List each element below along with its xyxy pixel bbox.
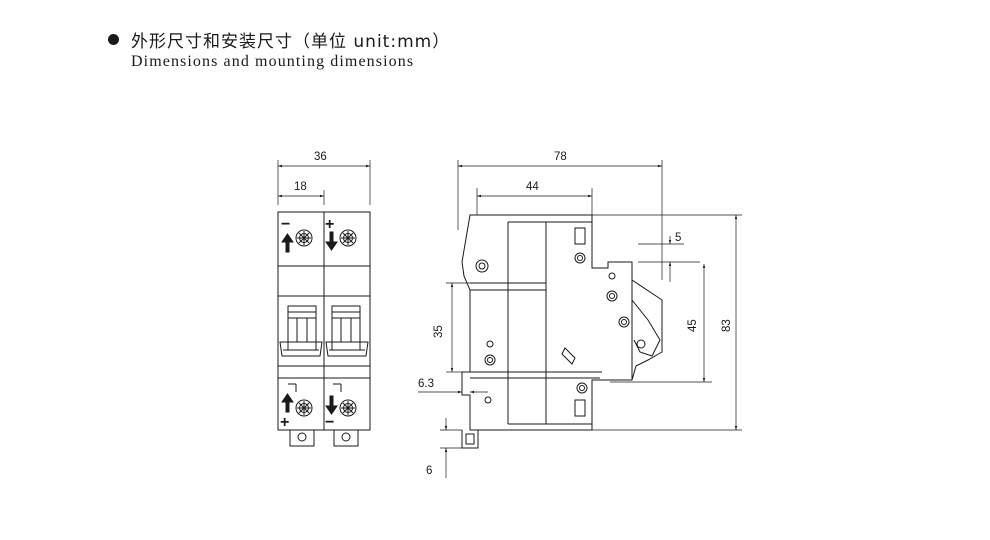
arrow-up-icon: [281, 233, 294, 253]
plus-sign: +: [325, 216, 334, 233]
terminal-screw-icon: [295, 399, 313, 417]
dimension-78: [457, 160, 663, 280]
front-view: [277, 160, 371, 447]
arrow-down-icon: [325, 231, 338, 251]
dimension-35: [446, 282, 470, 373]
terminal-screw-icon: [339, 229, 357, 247]
minus-sign: −: [281, 216, 290, 233]
dimension-5: [638, 236, 700, 282]
dimension-44: [476, 188, 593, 215]
dimension-45: [610, 264, 712, 383]
bullet-icon: [108, 33, 119, 45]
breaker-front-body: [277, 211, 371, 431]
dimension-45-label: 45: [687, 319, 699, 332]
dimension-36-label: 36: [314, 151, 327, 163]
breaker-side-body: [461, 214, 663, 449]
arrow-up-icon: [281, 393, 294, 413]
arrow-down-icon: [325, 395, 338, 415]
dimension-6-label: 6: [426, 465, 432, 477]
plus-sign: +: [280, 414, 289, 431]
dimension-83-label: 83: [721, 319, 733, 332]
title-chinese: 外形尺寸和安装尺寸（单位 unit:mm）: [131, 31, 451, 52]
dimension-18: [278, 190, 325, 205]
din-clip: [289, 430, 359, 447]
heading-row: 外形尺寸和安装尺寸（单位 unit:mm）: [108, 26, 450, 52]
heading: 外形尺寸和安装尺寸（单位 unit:mm） Dimensions and mou…: [108, 26, 450, 72]
dimension-6: [440, 418, 462, 478]
side-view: [418, 160, 742, 478]
dimension-83: [592, 214, 742, 431]
dimension-5-label: 5: [675, 232, 681, 244]
dimension-78-label: 78: [554, 151, 567, 163]
terminal-screw-icon: [295, 229, 313, 247]
terminal-screw-icon: [339, 399, 357, 417]
title-english: Dimensions and mounting dimensions: [131, 53, 415, 70]
dimension-44-label: 44: [526, 181, 539, 193]
toggle-handles: [279, 305, 369, 357]
dimension-35-label: 35: [433, 325, 445, 338]
minus-sign: −: [325, 414, 334, 431]
dimension-18-label: 18: [294, 181, 307, 193]
dimension-36: [277, 160, 371, 205]
dimension-6-3-label: 6.3: [418, 378, 434, 390]
